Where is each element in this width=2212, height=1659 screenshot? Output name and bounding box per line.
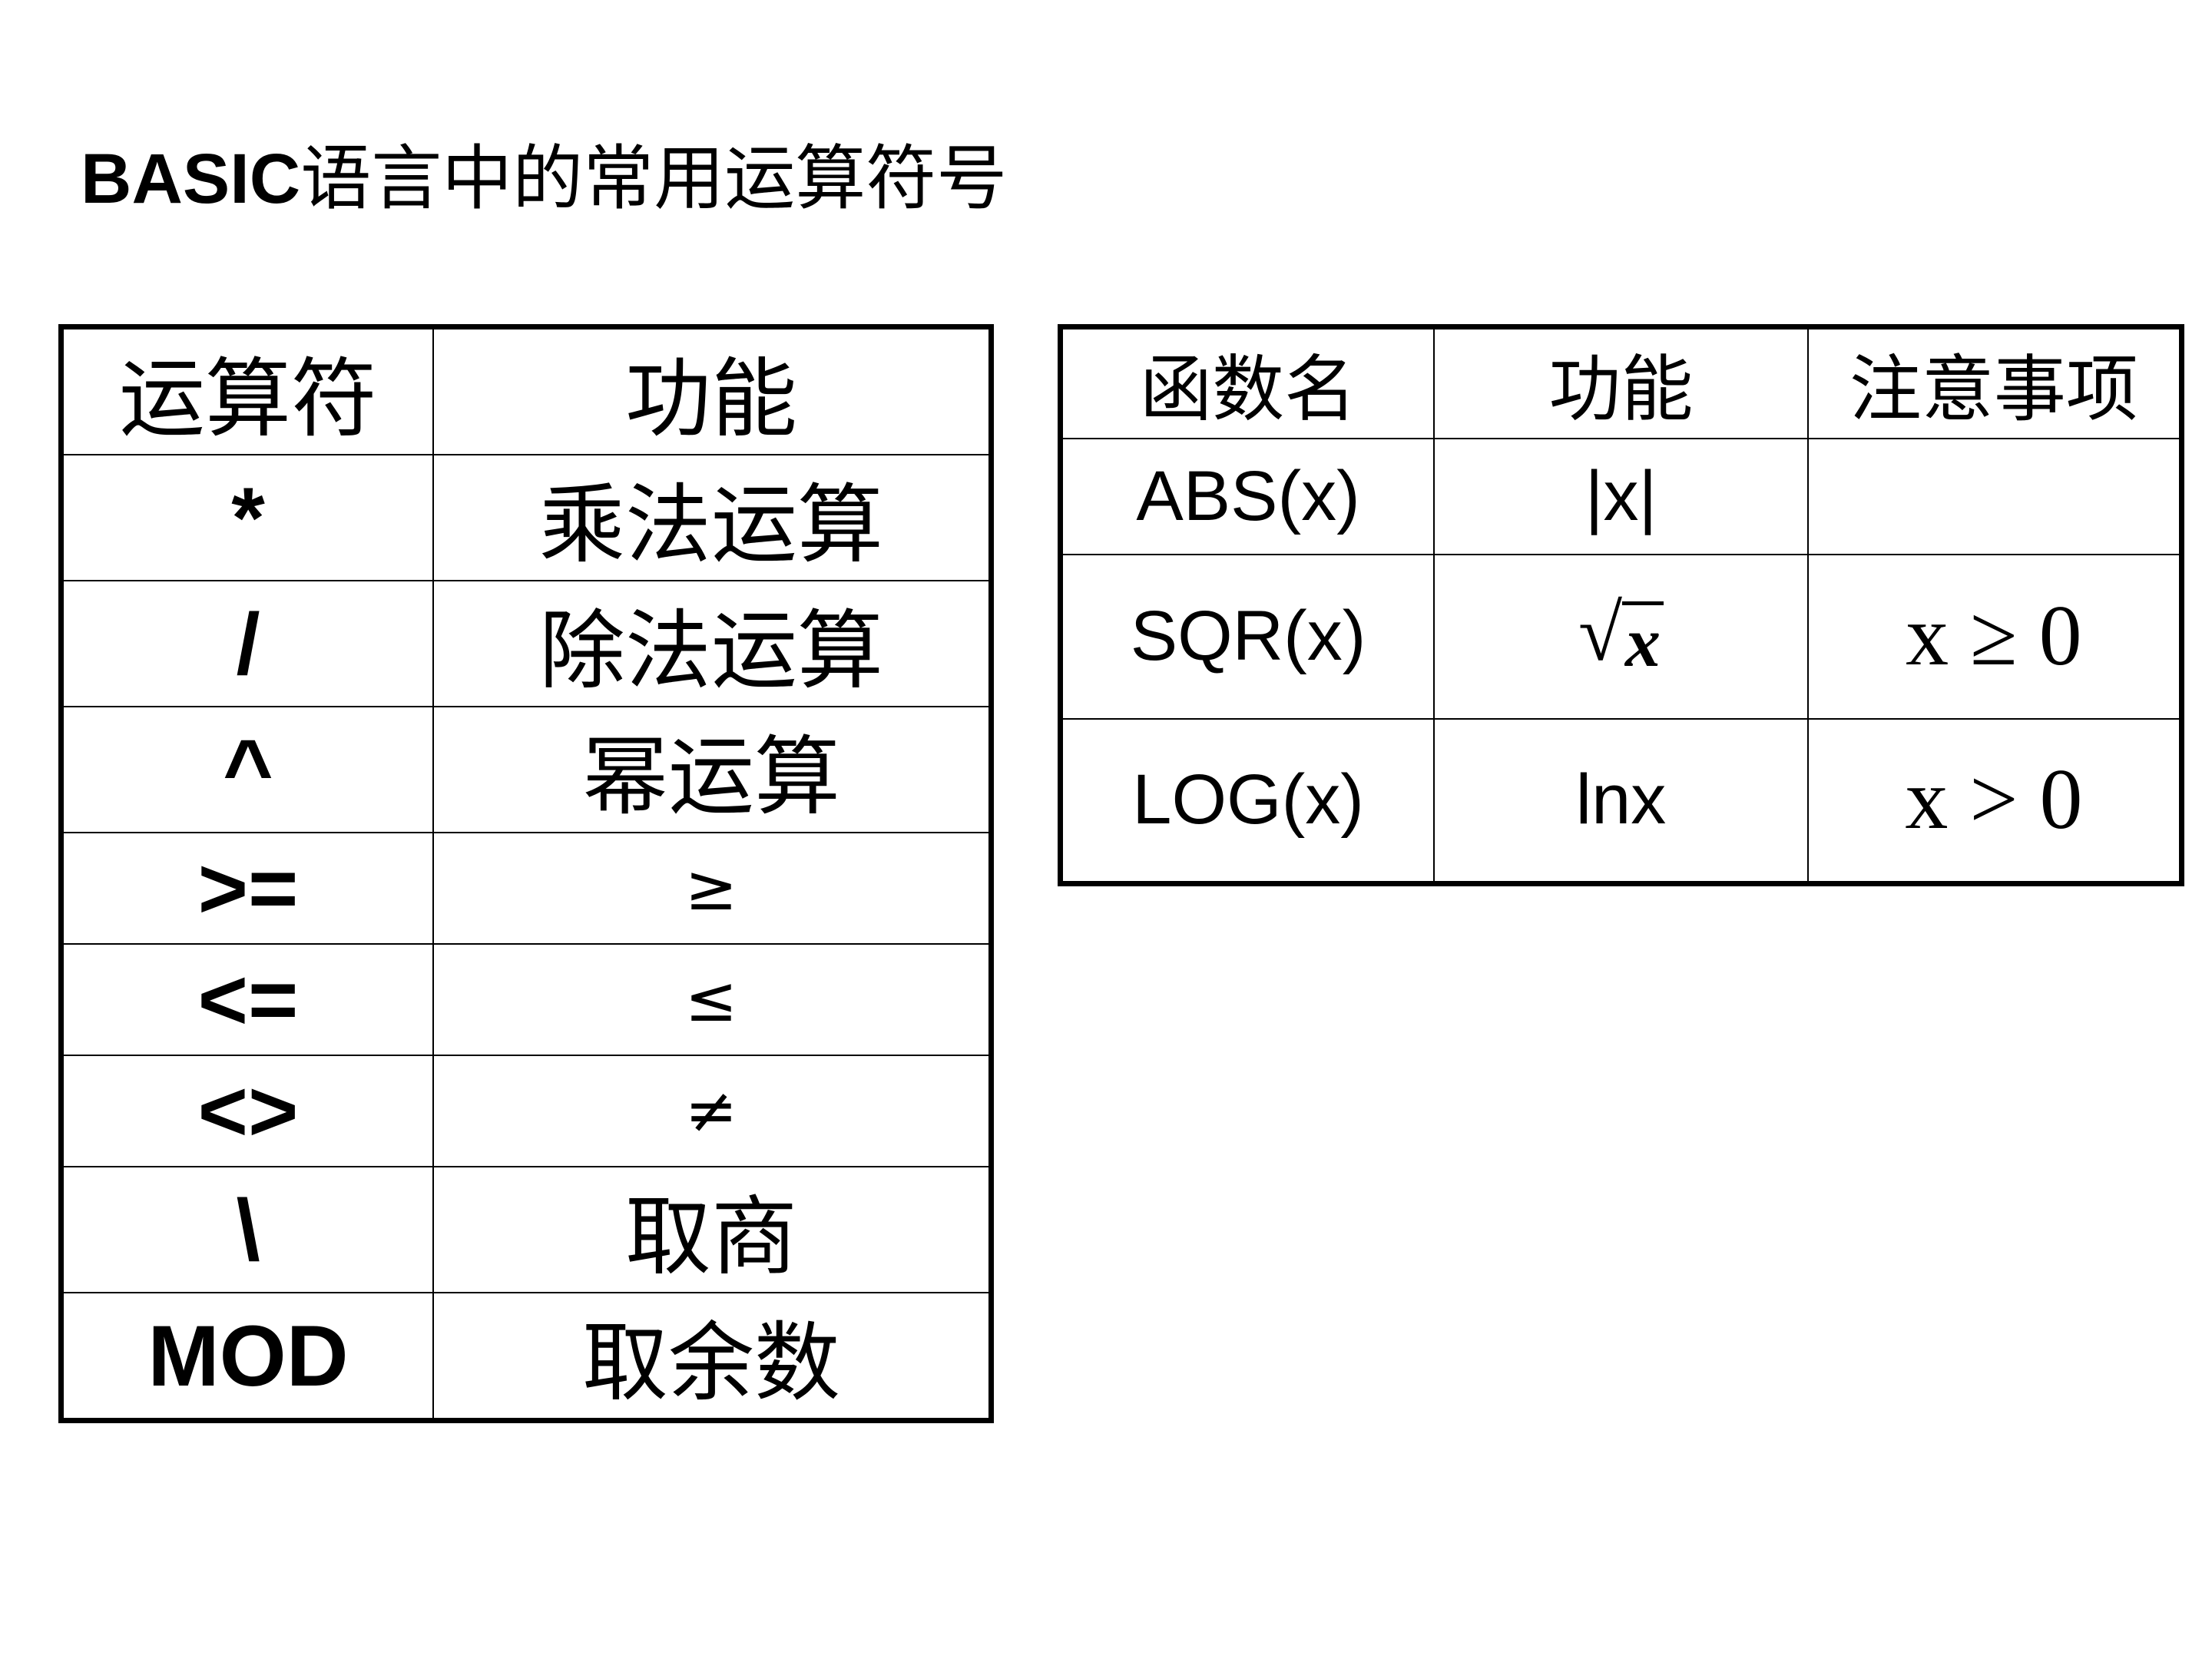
table-row: / 除法运算 xyxy=(60,580,992,707)
table-row: MOD 取余数 xyxy=(60,1292,992,1422)
page-title-latin: BASIC xyxy=(81,140,301,218)
table-row: ^ 幂运算 xyxy=(60,706,992,833)
operator-symbol: * xyxy=(60,454,434,581)
radicand: x xyxy=(1622,601,1664,680)
operator-symbol: \ xyxy=(60,1166,434,1293)
table-row: \ 取商 xyxy=(60,1166,992,1293)
function-name: SQR(x) xyxy=(1059,553,1435,720)
functions-table: 函数名 功能 注意事项 ABS(x) |x| SQR(x) √x x ≥ 0 L… xyxy=(1058,324,2184,886)
operator-symbol: MOD xyxy=(60,1292,434,1422)
operator-symbol: ^ xyxy=(60,706,434,833)
function-note xyxy=(1806,437,2183,555)
operators-table: 运算符 功能 * 乘法运算 / 除法运算 ^ 幂运算 >= ≥ <= ≤ <> … xyxy=(58,324,994,1423)
radical-sign: √ xyxy=(1578,588,1623,677)
operator-symbol: <= xyxy=(60,943,434,1056)
table-row: SQR(x) √x x ≥ 0 xyxy=(1059,553,2183,720)
function-meaning: |x| xyxy=(1433,437,1809,555)
operator-symbol: >= xyxy=(60,832,434,945)
function-name: LOG(x) xyxy=(1059,717,1435,885)
function-note: x ≥ 0 xyxy=(1806,553,2183,720)
table-row: * 乘法运算 xyxy=(60,454,992,581)
operator-function: 取商 xyxy=(432,1166,992,1293)
operator-symbol: / xyxy=(60,580,434,707)
header-cell-function-name: 函数名 xyxy=(1059,326,1435,439)
square-root-formula: √x xyxy=(1578,588,1664,680)
function-meaning: lnx xyxy=(1433,717,1809,885)
operator-function: 取余数 xyxy=(432,1292,992,1422)
page-title: BASIC语言中的常用运算符号 xyxy=(81,137,1007,221)
page-title-cjk: 语言中的常用运算符号 xyxy=(300,137,1008,220)
operator-function: ≠ xyxy=(432,1055,992,1167)
table-row: <> ≠ xyxy=(60,1055,992,1167)
table-row: ABS(x) |x| xyxy=(1059,437,2183,555)
operator-function: ≤ xyxy=(432,943,992,1056)
operator-symbol: <> xyxy=(60,1055,434,1167)
operator-function: 幂运算 xyxy=(432,706,992,833)
table-header-row: 函数名 功能 注意事项 xyxy=(1059,326,2183,439)
table-row: >= ≥ xyxy=(60,832,992,945)
table-row: <= ≤ xyxy=(60,943,992,1056)
operator-function: 除法运算 xyxy=(432,580,992,707)
function-name: ABS(x) xyxy=(1059,437,1435,555)
table-header-row: 运算符 功能 xyxy=(60,326,992,455)
function-note: x > 0 xyxy=(1806,717,2183,885)
operator-function: ≥ xyxy=(432,832,992,945)
header-cell-notes: 注意事项 xyxy=(1806,326,2183,439)
operator-function: 乘法运算 xyxy=(432,454,992,581)
header-cell-function: 功能 xyxy=(432,326,992,455)
header-cell-function: 功能 xyxy=(1433,326,1809,439)
table-row: LOG(x) lnx x > 0 xyxy=(1059,717,2183,885)
header-cell-operator: 运算符 xyxy=(60,326,434,455)
function-meaning: √x xyxy=(1433,553,1809,720)
